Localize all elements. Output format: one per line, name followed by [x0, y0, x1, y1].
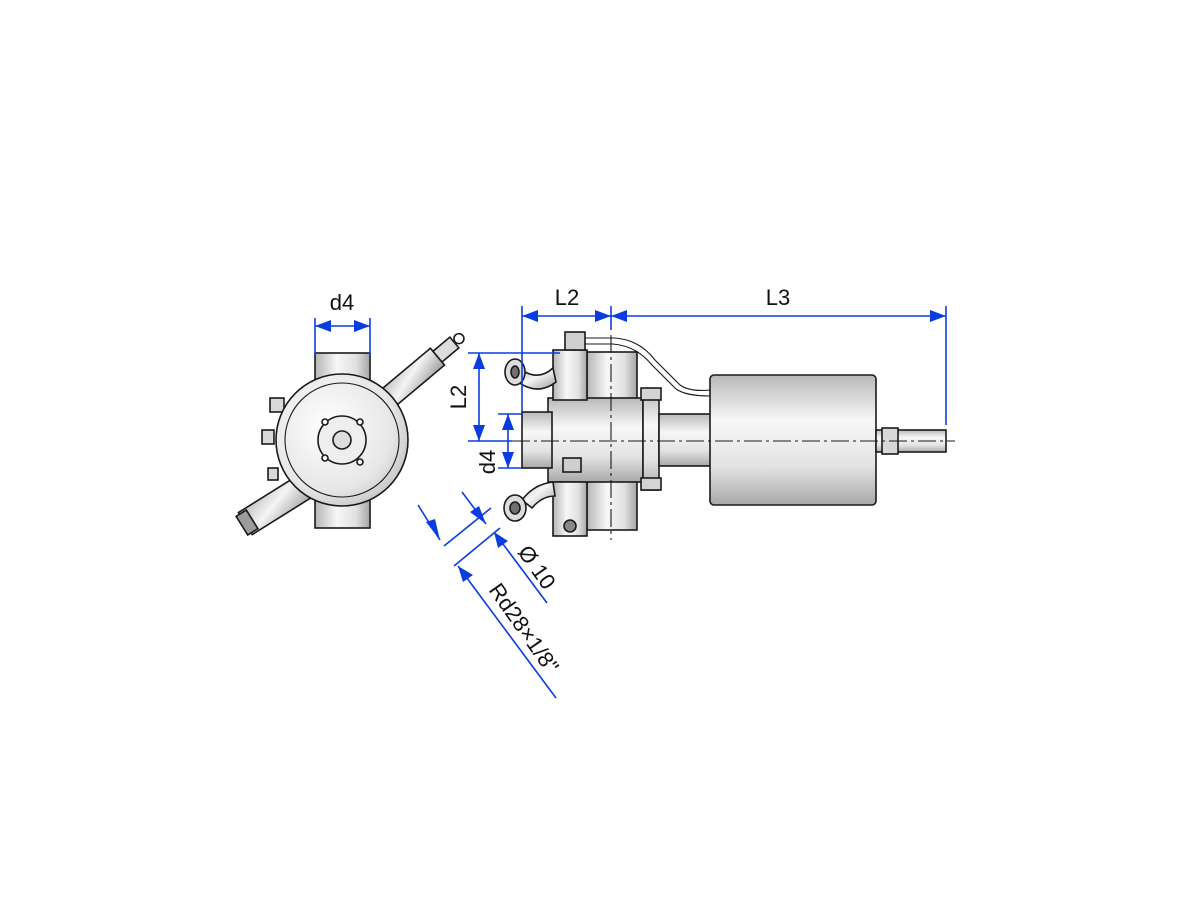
lower-branch-pipe	[586, 479, 638, 531]
left-fitting-lower	[267, 467, 279, 481]
upper-branch-pipe	[586, 351, 638, 401]
bolt-hole	[356, 418, 364, 426]
dim-thread: Rd28×1/8"	[484, 579, 564, 678]
lower-actuator	[552, 481, 588, 537]
left-pipe-stub	[521, 411, 553, 469]
drive-motor	[709, 374, 877, 506]
hub-center	[332, 430, 352, 450]
side-view: L2 L3 L2 d4 Ø 10 Rd28×1/8"	[417, 285, 955, 699]
bolt-hole	[321, 454, 329, 462]
dim-L3: L3	[766, 285, 790, 310]
air-tube	[585, 337, 711, 391]
dim-L2-horizontal: L2	[555, 285, 579, 310]
left-fitting-mid	[261, 429, 275, 445]
clamp-ring	[642, 389, 660, 491]
lower-nozzle-bend	[520, 481, 556, 510]
left-fitting-upper	[269, 397, 285, 413]
bolt-hole	[321, 418, 329, 426]
dim-d4-vertical: d4	[475, 450, 500, 474]
end-view: d4	[234, 290, 465, 537]
dim-d4-end-view: d4	[330, 290, 354, 315]
inner-flange-disc	[284, 382, 400, 498]
bolt-hole	[356, 458, 364, 466]
bonnet	[658, 413, 712, 467]
dim-L2-vertical: L2	[446, 385, 471, 409]
upper-actuator	[552, 349, 588, 401]
